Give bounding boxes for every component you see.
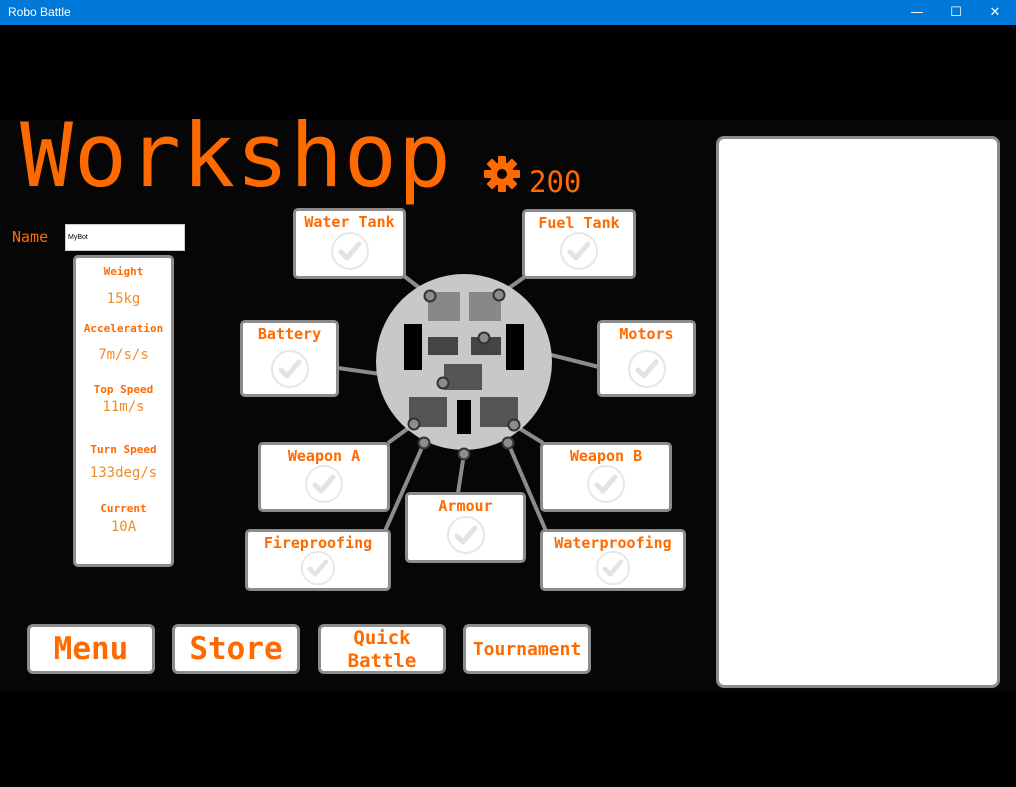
part-slot-weapon-b[interactable]: Weapon B — [540, 442, 672, 512]
part-slot-motors[interactable]: Motors — [597, 320, 696, 397]
check-icon — [330, 232, 369, 270]
quick-battle-button[interactable]: Quick Battle — [318, 624, 446, 674]
part-label: Water Tank — [304, 213, 395, 231]
gear-icon — [484, 156, 520, 192]
acceleration-value: 7m/s/s — [98, 347, 149, 363]
details-panel — [716, 136, 1000, 688]
name-input[interactable] — [65, 224, 185, 251]
top-speed-value: 11m/s — [102, 399, 145, 415]
store-button[interactable]: Store — [172, 624, 300, 674]
check-icon — [595, 550, 631, 586]
weight-value: 15kg — [106, 291, 141, 307]
close-button[interactable]: ✕ — [989, 5, 1001, 20]
tournament-button[interactable]: Tournament — [463, 624, 591, 674]
part-slot-fireproofing[interactable]: Fireproofing — [245, 529, 391, 591]
quick-battle-line2: Battle — [347, 650, 417, 672]
window-title: Robo Battle — [8, 5, 71, 19]
part-slot-battery[interactable]: Battery — [240, 320, 339, 397]
check-icon — [627, 350, 666, 388]
part-slot-fuel-tank[interactable]: Fuel Tank — [522, 209, 636, 279]
minimize-button[interactable]: — — [910, 5, 924, 20]
part-label: Fuel Tank — [538, 214, 620, 232]
part-label: Armour — [438, 497, 493, 515]
part-slot-armour[interactable]: Armour — [405, 492, 526, 563]
check-icon — [305, 465, 343, 503]
check-icon — [560, 232, 598, 270]
part-label: Weapon B — [569, 447, 643, 465]
check-icon — [270, 350, 309, 388]
check-icon — [446, 516, 485, 554]
page-title: Workshop — [20, 104, 452, 207]
part-slot-water-tank[interactable]: Water Tank — [293, 208, 406, 279]
menu-button[interactable]: Menu — [27, 624, 155, 674]
current-value: 10A — [110, 519, 137, 535]
part-label: Weapon A — [287, 447, 361, 465]
part-label: Motors — [619, 325, 674, 343]
part-label: Battery — [257, 325, 322, 343]
part-label: Waterproofing — [554, 534, 672, 552]
part-slot-weapon-a[interactable]: Weapon A — [258, 442, 390, 512]
maximize-button[interactable]: ☐ — [950, 5, 962, 20]
currency-amount: 200 — [529, 165, 582, 199]
quick-battle-line1: Quick — [353, 627, 411, 649]
turn-speed-value: 133deg/s — [89, 465, 158, 481]
robot-components — [404, 292, 524, 434]
part-slot-waterproofing[interactable]: Waterproofing — [540, 529, 686, 591]
name-label: Name — [12, 228, 49, 246]
turn-speed-label: Turn Speed — [90, 443, 157, 456]
top-speed-label: Top Speed — [93, 383, 154, 396]
part-label: Fireproofing — [263, 534, 373, 552]
weight-label: Weight — [103, 265, 144, 278]
current-label: Current — [100, 502, 147, 515]
acceleration-label: Acceleration — [83, 322, 164, 335]
window-titlebar: Robo Battle — ☐ ✕ — [0, 0, 1016, 25]
check-icon — [587, 465, 625, 503]
check-icon — [300, 550, 336, 586]
stats-panel: Weight 15kg Acceleration 7m/s/s Top Spee… — [73, 255, 174, 567]
